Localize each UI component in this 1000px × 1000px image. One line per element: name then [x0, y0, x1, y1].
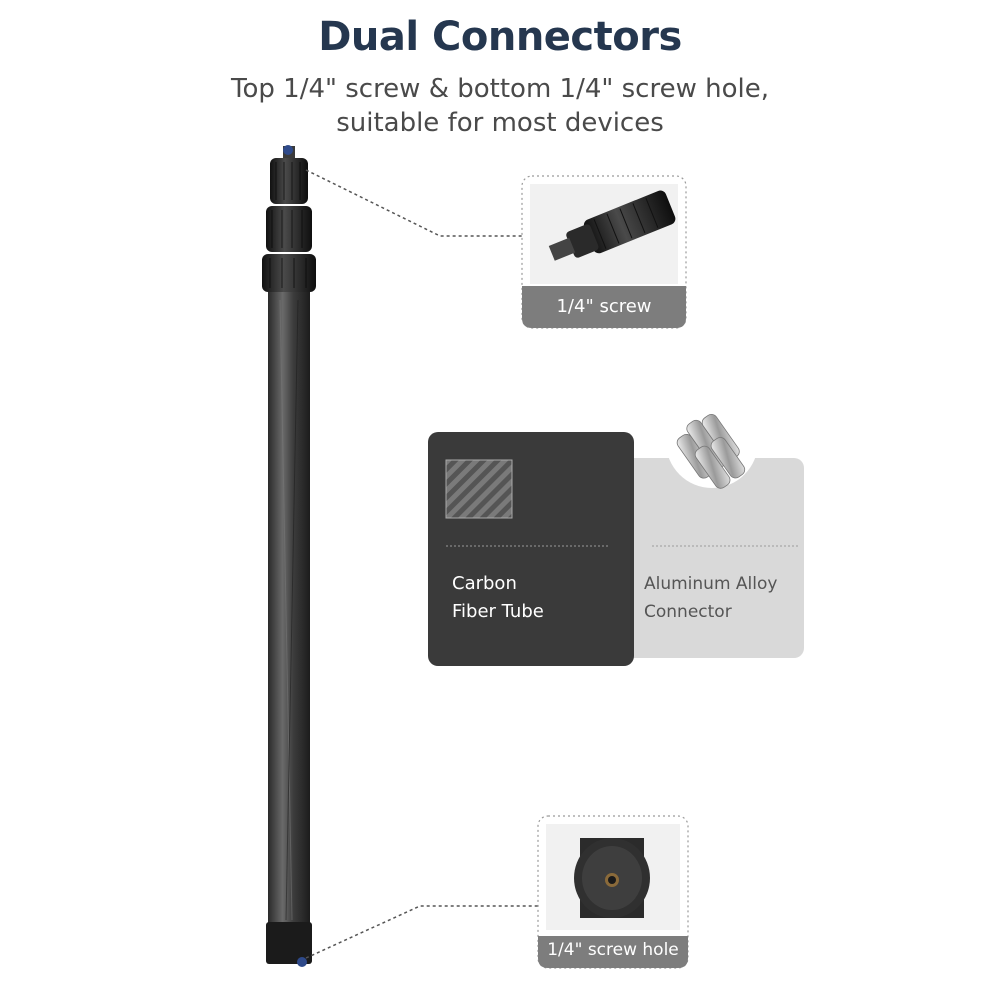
- bottom-leader-line: [305, 905, 540, 959]
- material-panel: [428, 396, 804, 666]
- bottom-cap: [266, 922, 312, 964]
- aluminum-rods-icon: [666, 396, 758, 489]
- carbon-label-line-2: Fiber Tube: [452, 601, 544, 622]
- bottom-callout-label: 1/4" screw hole: [547, 940, 679, 960]
- alloy-label-line-1: Aluminum Alloy: [644, 574, 778, 594]
- top-knob: [270, 158, 308, 204]
- subtitle-line-2: suitable for most devices: [336, 108, 664, 138]
- alloy-label-line-2: Connector: [644, 602, 732, 622]
- top-leader-line: [305, 169, 525, 237]
- carbon-pole: [262, 146, 316, 964]
- alloy-label: Aluminum Alloy Connector: [644, 570, 777, 626]
- bottom-callout-card: [537, 815, 689, 969]
- top-callout-label: 1/4" screw: [556, 296, 652, 317]
- carbon-weave-icon: [445, 459, 513, 519]
- top-callout-card: [521, 175, 687, 329]
- bottom-marker-dot: [297, 957, 307, 967]
- top-marker-dot: [283, 145, 293, 155]
- subtitle-line-1: Top 1/4" screw & bottom 1/4" screw hole,: [231, 74, 769, 104]
- carbon-label-line-1: Carbon: [452, 573, 517, 594]
- carbon-tube: [268, 292, 310, 934]
- page-subtitle: Top 1/4" screw & bottom 1/4" screw hole,…: [0, 72, 1000, 140]
- alloy-card: [620, 458, 804, 658]
- page-title: Dual Connectors: [318, 14, 682, 60]
- lower-knob: [262, 254, 316, 292]
- middle-knob: [266, 206, 312, 252]
- carbon-label: Carbon Fiber Tube: [452, 570, 544, 626]
